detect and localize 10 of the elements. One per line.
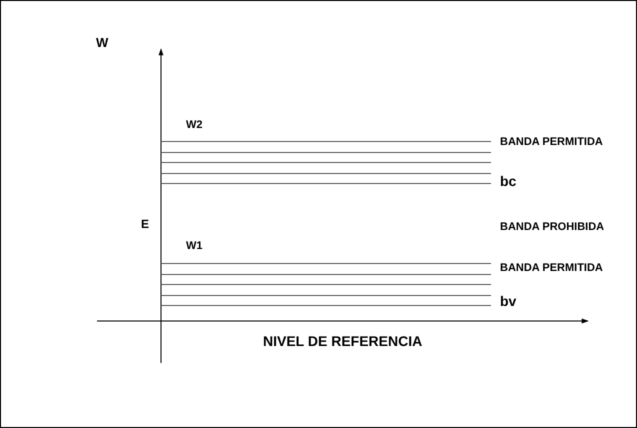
axis-label: NIVEL DE REFERENCIA [263,334,422,348]
axis-label: W [96,36,108,49]
level-label: W1 [186,241,202,252]
band-label: bc [500,174,516,188]
band-label: BANDA PROHIBIDA [500,222,604,233]
band-label: BANDA PERMITIDA [500,137,603,148]
band-label: BANDA PERMITIDA [500,263,603,274]
axis-label: E [141,218,150,230]
band-label: bv [500,294,516,308]
level-label: W2 [186,120,202,131]
